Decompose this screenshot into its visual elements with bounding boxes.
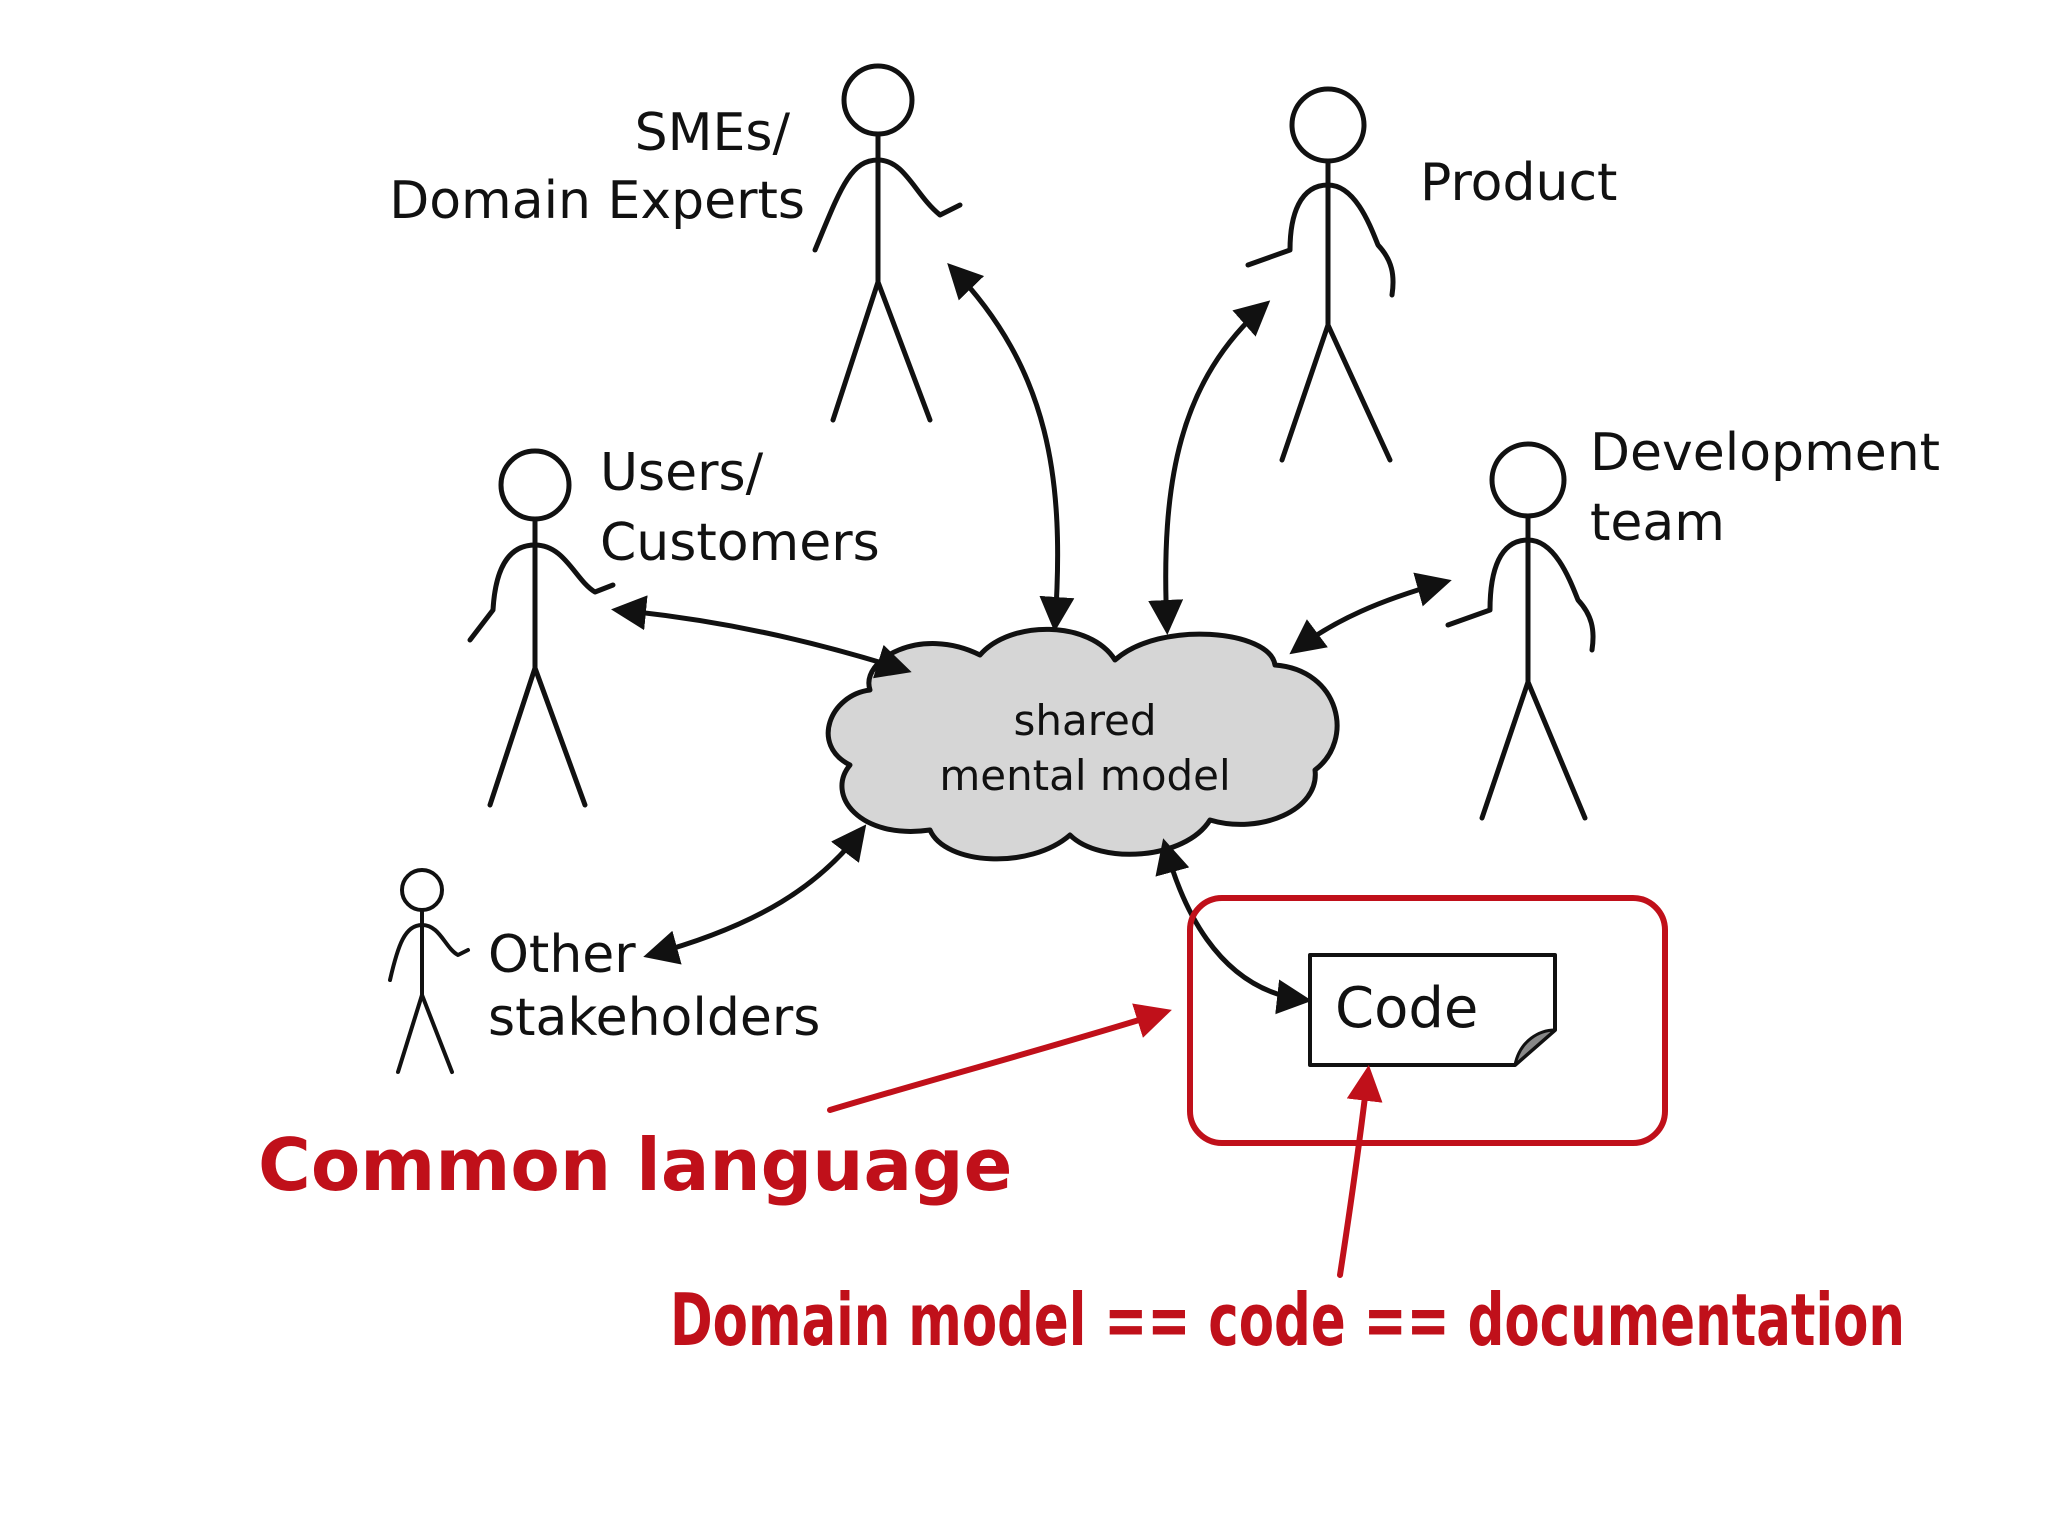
development-label-line2: team xyxy=(1590,493,1725,553)
users-label-line1: Users/ xyxy=(600,443,764,503)
code-highlight-box xyxy=(1187,895,1668,1146)
cloud-label-line2: mental model xyxy=(939,751,1230,800)
domain-model-label: Domain model == code == documentation xyxy=(670,1278,1905,1362)
smes-figure-icon xyxy=(812,63,963,423)
common-language-label: Common language xyxy=(258,1123,1012,1207)
arrow-product-cloud xyxy=(1148,300,1271,635)
arrow-smes-cloud xyxy=(947,262,1075,632)
arrow-cloud-code xyxy=(1155,838,1312,1015)
smes-label-line2: Domain Experts xyxy=(389,171,805,231)
code-label: Code xyxy=(1335,976,1478,1041)
users-figure-icon xyxy=(467,448,616,808)
development-figure-icon xyxy=(1445,441,1596,821)
code-document-icon xyxy=(1308,953,1557,1067)
arrow-common-language xyxy=(827,1003,1172,1113)
arrow-domain-model xyxy=(1337,1064,1383,1278)
arrow-users-cloud xyxy=(611,595,912,679)
smes-label-line1: SMEs/ xyxy=(635,103,791,163)
product-figure-icon xyxy=(1245,86,1396,463)
cloud-label-line1: shared xyxy=(1013,696,1156,745)
development-label-line1: Development xyxy=(1590,423,1940,483)
users-label-line2: Customers xyxy=(600,513,880,573)
other-label-line1: Other xyxy=(488,925,636,985)
other-stakeholders-figure-icon xyxy=(388,868,470,1074)
arrow-other-cloud xyxy=(643,824,867,965)
product-label: Product xyxy=(1420,153,1617,213)
other-label-line2: stakeholders xyxy=(488,988,820,1048)
arrow-development-cloud xyxy=(1289,572,1452,655)
